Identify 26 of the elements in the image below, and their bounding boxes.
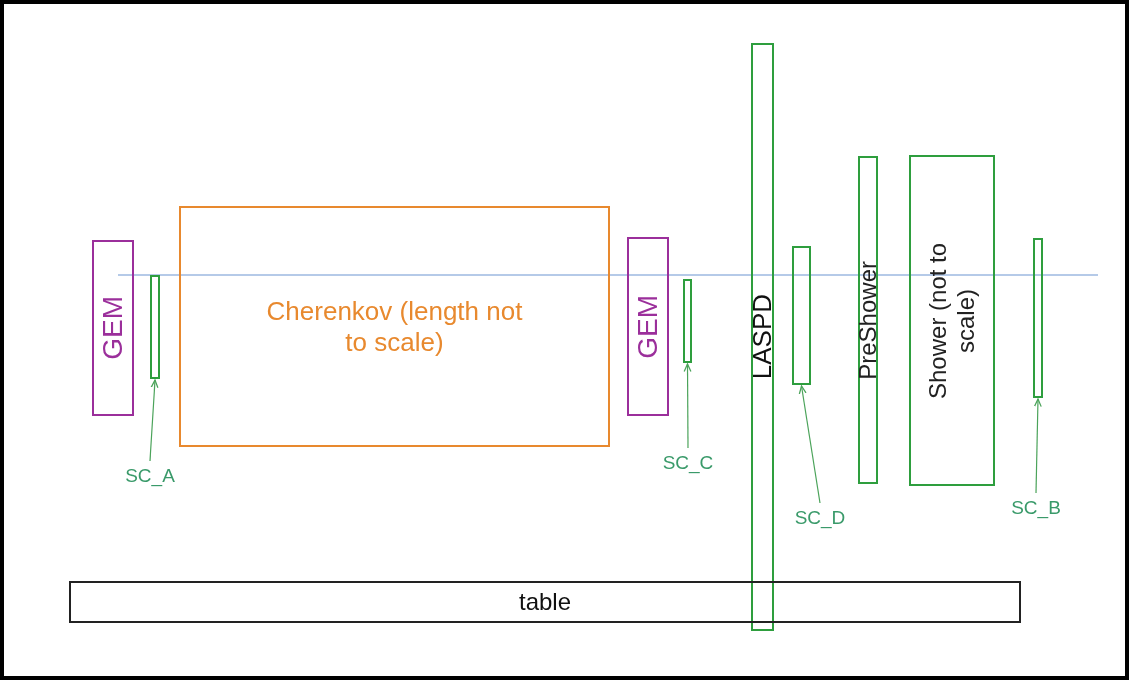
callout-label: SC_A [110,463,190,489]
detector-label: PreShower [854,260,882,380]
cherenkov-detector-box [179,206,610,447]
gem-detector-box [92,240,134,416]
shower-detector-box [909,155,995,486]
detector-label: LASPD [747,294,778,380]
leader-line [149,379,159,462]
callout-label: SC_D [780,505,860,531]
callout-label: SC_B [996,495,1076,521]
laspd-detector-bar [751,43,774,631]
preshower-detector-bar [858,156,878,484]
scintillator-bar [1033,238,1043,398]
leader-line [1033,398,1042,494]
detector-label: Shower (not to scale) [924,241,980,401]
gem-detector-box [627,237,669,416]
detector-label: Cherenkov (length not to scale) [265,295,524,358]
leader-line [683,363,692,449]
leader-line [798,385,821,504]
table-bar [69,581,1021,623]
detector-label: GEM [632,294,664,359]
scintillator-bar [683,279,692,363]
detector-label: GEM [97,296,129,360]
scintillator-bar [792,246,811,385]
detector-label: table [518,588,571,616]
callout-label: SC_C [648,450,728,476]
scintillator-bar [150,275,160,379]
